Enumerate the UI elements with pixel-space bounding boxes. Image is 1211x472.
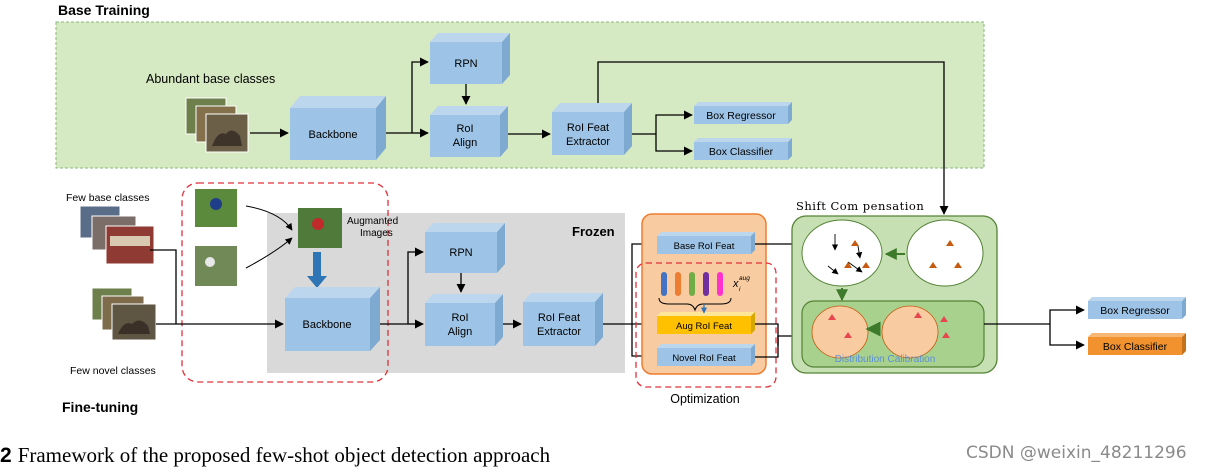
aug-feature-bars	[658, 272, 732, 312]
calibration-circle-right	[881, 305, 939, 359]
figure-number: 2	[0, 444, 12, 467]
base-roi-feat-block: Base RoI Feat	[657, 232, 755, 254]
roi-align-block-finetune: RoI Align	[425, 294, 503, 346]
framework-diagram: Base Training Abundant base classes Back…	[55, 2, 1186, 415]
svg-text:Base RoI Feat: Base RoI Feat	[674, 241, 735, 252]
backbone-block-base: Backbone	[290, 96, 386, 160]
shift-points	[844, 240, 962, 268]
svg-text:RPN: RPN	[449, 247, 472, 259]
rpn-block-finetune: RPN	[425, 223, 505, 273]
shift-circle-right	[906, 219, 984, 287]
svg-text:Align: Align	[448, 326, 472, 338]
base-arrows	[250, 57, 949, 215]
svg-text:RoI: RoI	[451, 312, 468, 324]
csdn-watermark: CSDN @weixin_48211296	[966, 443, 1187, 463]
augmentation-arrows	[245, 205, 293, 269]
svg-text:Images: Images	[360, 228, 393, 239]
svg-text:Extractor: Extractor	[537, 326, 581, 338]
shift-vectors	[827, 234, 863, 275]
augmented-image: Augmanted Images	[298, 208, 398, 248]
svg-text:x: x	[732, 278, 739, 290]
abundant-base-classes-label: Abundant base classes	[146, 72, 275, 86]
svg-text:RoI: RoI	[456, 123, 473, 135]
optimization-label: Optimization	[670, 392, 740, 406]
svg-text:Box Regressor: Box Regressor	[1100, 305, 1170, 317]
few-base-class-images	[79, 205, 155, 265]
shift-compensation-label: Shift Com pensation	[796, 199, 924, 213]
box-classifier-base: Box Classifier	[694, 138, 792, 160]
augmentation-source-images	[195, 189, 237, 286]
calibration-points	[828, 312, 950, 338]
base-training-title: Base Training	[58, 2, 150, 18]
calibration-circle-left	[811, 305, 869, 359]
svg-text:RPN: RPN	[454, 58, 477, 70]
svg-text:RoI Feat: RoI Feat	[567, 122, 609, 134]
svg-text:Align: Align	[453, 137, 477, 149]
svg-text:RoI Feat: RoI Feat	[538, 312, 580, 324]
box-regressor-final: Box Regressor	[1088, 297, 1186, 319]
output-arrows	[984, 305, 1085, 350]
roi-feat-extractor-block-finetune: RoI Feat Extractor	[523, 293, 603, 346]
svg-text:Backbone: Backbone	[303, 319, 352, 331]
svg-text:Box Classifier: Box Classifier	[1103, 341, 1168, 353]
box-regressor-base: Box Regressor	[694, 102, 792, 124]
svg-text:Novel RoI Feat: Novel RoI Feat	[672, 353, 736, 364]
shift-circle-left	[801, 219, 883, 287]
few-novel-classes-label: Few novel classes	[70, 365, 156, 377]
svg-text:Augmanted: Augmanted	[347, 216, 398, 227]
few-base-classes-label: Few base classes	[66, 192, 149, 204]
svg-text:i: i	[739, 286, 741, 293]
rpn-block-base: RPN	[430, 33, 510, 84]
svg-text:aug: aug	[739, 275, 750, 282]
aug-roi-feat-block: Aug RoI Feat	[657, 312, 755, 334]
svg-text:Box Regressor: Box Regressor	[706, 110, 776, 122]
svg-text:Box Classifier: Box Classifier	[709, 146, 774, 158]
roi-feat-extractor-block-base: RoI Feat Extractor	[552, 103, 632, 155]
distribution-calibration-label: Distribution Calibration	[835, 354, 936, 365]
aug-symbol: x i aug	[732, 275, 750, 293]
few-novel-class-images	[91, 287, 157, 341]
svg-text:Aug RoI Feat: Aug RoI Feat	[676, 321, 732, 332]
optimization-dashed-region	[635, 262, 777, 388]
novel-roi-feat-block: Novel RoI Feat	[657, 344, 755, 366]
figure-caption-text: Framework of the proposed few-shot objec…	[17, 443, 551, 467]
base-class-images	[185, 97, 249, 153]
svg-text:Extractor: Extractor	[566, 136, 610, 148]
frozen-label: Frozen	[572, 224, 615, 239]
backbone-block-finetune: Backbone	[285, 287, 380, 351]
base-training-panel	[55, 21, 985, 169]
augment-down-arrow	[307, 252, 327, 288]
box-classifier-final: Box Classifier	[1088, 333, 1186, 355]
fine-tuning-title: Fine-tuning	[62, 399, 138, 415]
augmentation-region	[181, 182, 389, 383]
svg-text:Backbone: Backbone	[309, 129, 358, 141]
roi-align-block-base: RoI Align	[430, 106, 508, 157]
